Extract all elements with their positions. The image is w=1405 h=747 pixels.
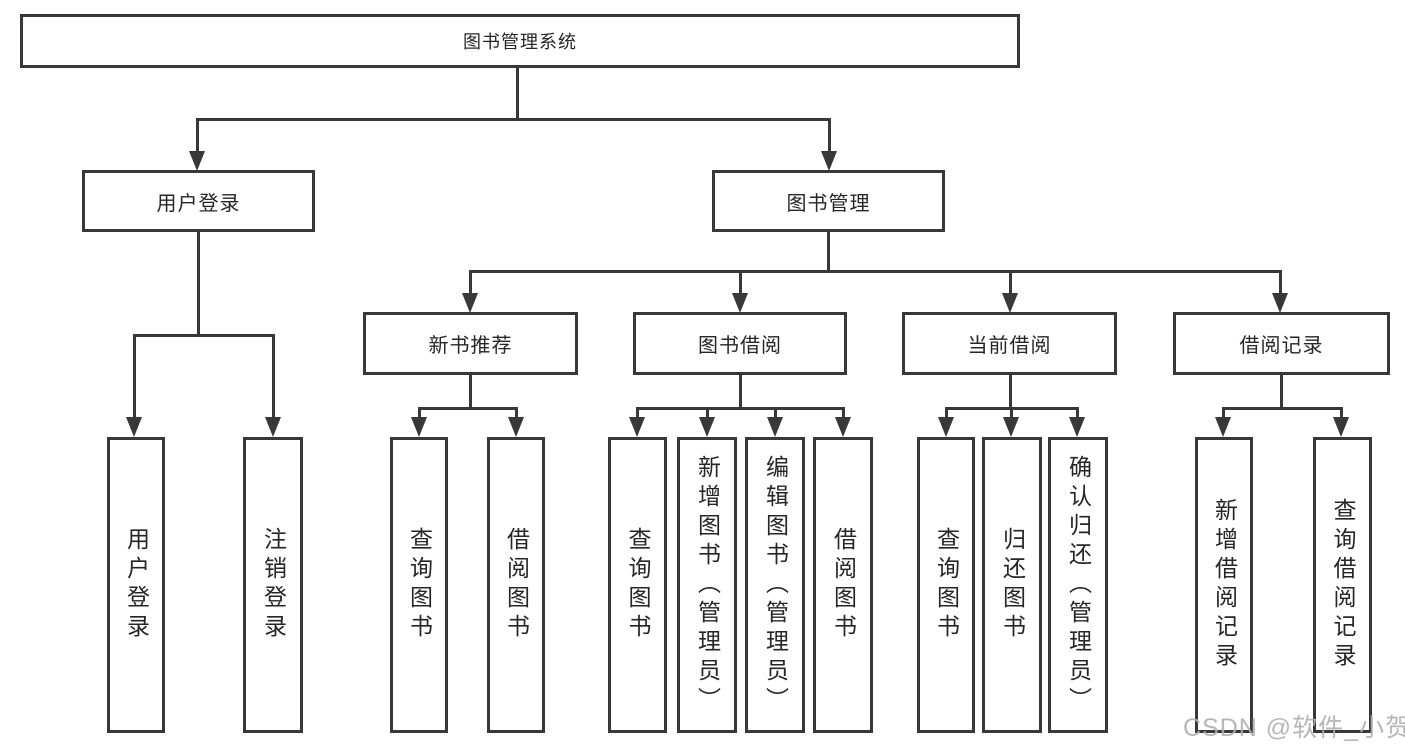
- connector-line: [197, 232, 200, 337]
- connector-line: [827, 232, 830, 273]
- connector-line: [1076, 407, 1079, 419]
- leaf-add-borrow-record-label: 新增借阅记录: [1211, 498, 1238, 672]
- connector-line: [1222, 407, 1343, 410]
- connector-line: [196, 118, 831, 121]
- connector-line: [828, 118, 831, 153]
- arrow-down-icon: [1215, 417, 1231, 437]
- leaf-borrow-books-2: 借阅图书: [813, 437, 873, 733]
- connector-line: [469, 375, 472, 410]
- node-new-book-recommend: 新书推荐: [363, 312, 578, 375]
- connector-line: [739, 375, 742, 410]
- connector-line: [636, 407, 639, 419]
- connector-line: [945, 407, 948, 419]
- leaf-return-books-label: 归还图书: [999, 527, 1026, 643]
- connector-line: [272, 334, 275, 419]
- connector-line: [418, 407, 518, 410]
- arrow-down-icon: [508, 417, 524, 437]
- arrow-down-icon: [189, 151, 205, 171]
- arrow-down-icon: [1333, 417, 1349, 437]
- arrow-down-icon: [629, 417, 645, 437]
- connector-line: [1222, 407, 1225, 419]
- leaf-logout: 注销登录: [243, 437, 303, 733]
- leaf-query-borrow-record-label: 查询借阅记录: [1330, 498, 1356, 672]
- leaf-user-login: 用户登录: [107, 437, 165, 733]
- arrow-down-icon: [1003, 417, 1019, 437]
- connector-line: [739, 270, 742, 295]
- arrow-down-icon: [699, 417, 715, 437]
- connector-line: [842, 407, 845, 419]
- node-user-login-label: 用户登录: [156, 192, 241, 215]
- arrow-down-icon: [938, 417, 954, 437]
- arrow-down-icon: [732, 293, 748, 313]
- leaf-user-login-label: 用户登录: [123, 527, 150, 643]
- node-current-borrowing: 当前借阅: [902, 312, 1117, 375]
- node-borrowing-records: 借阅记录: [1173, 312, 1390, 375]
- arrow-down-icon: [767, 417, 783, 437]
- node-new-book-recommend-label: 新书推荐: [428, 335, 513, 357]
- arrow-down-icon: [462, 293, 478, 313]
- leaf-borrow-books-1-label: 借阅图书: [503, 527, 530, 643]
- arrow-down-icon: [1069, 417, 1085, 437]
- leaf-edit-book-admin: 编辑图书（管理员）: [745, 437, 805, 733]
- connector-line: [706, 407, 709, 419]
- arrow-down-icon: [835, 417, 851, 437]
- leaf-borrow-books-2-label: 借阅图书: [830, 527, 857, 643]
- csdn-watermark: CSDN @软件_小贺同学: [1183, 714, 1405, 742]
- node-borrowing-records-label: 借阅记录: [1239, 335, 1324, 357]
- arrow-down-icon: [411, 417, 427, 437]
- connector-line: [418, 407, 421, 419]
- leaf-query-borrow-record: 查询借阅记录: [1313, 437, 1372, 733]
- leaf-query-books-1: 查询图书: [390, 437, 448, 733]
- node-library-system-label: 图书管理系统: [463, 32, 577, 52]
- node-library-system: 图书管理系统: [20, 14, 1020, 68]
- arrow-down-icon: [265, 417, 281, 437]
- connector-line: [133, 334, 275, 337]
- arrow-down-icon: [1002, 293, 1018, 313]
- node-book-management: 图书管理: [712, 170, 945, 232]
- leaf-query-books-2-label: 查询图书: [625, 527, 651, 643]
- leaf-edit-book-admin-label: 编辑图书（管理员）: [762, 454, 789, 716]
- node-user-login: 用户登录: [82, 170, 315, 232]
- connector-line: [1279, 270, 1282, 295]
- leaf-confirm-return-admin: 确认归还（管理员）: [1048, 437, 1108, 733]
- arrow-down-icon: [1272, 293, 1288, 313]
- leaf-query-books-3: 查询图书: [917, 437, 975, 733]
- connector-line: [196, 118, 199, 153]
- leaf-add-borrow-record: 新增借阅记录: [1195, 437, 1253, 733]
- leaf-logout-label: 注销登录: [260, 527, 287, 643]
- connector-line: [1009, 375, 1012, 410]
- leaf-add-book-admin: 新增图书（管理员）: [677, 437, 737, 733]
- connector-line: [515, 407, 518, 419]
- leaf-query-books-3-label: 查询图书: [933, 527, 960, 643]
- leaf-add-book-admin-label: 新增图书（管理员）: [694, 454, 721, 716]
- connector-line: [516, 66, 519, 120]
- connector-line: [1280, 375, 1283, 410]
- leaf-query-books-1-label: 查询图书: [406, 527, 433, 643]
- node-book-borrowing: 图书借阅: [633, 312, 847, 375]
- leaf-return-books: 归还图书: [982, 437, 1042, 733]
- connector-line: [133, 334, 136, 419]
- node-book-management-label: 图书管理: [786, 192, 871, 215]
- arrow-down-icon: [821, 151, 837, 171]
- connector-line: [469, 270, 1282, 273]
- connector-line: [469, 270, 472, 295]
- node-book-borrowing-label: 图书借阅: [698, 335, 782, 357]
- connector-line: [1010, 407, 1013, 419]
- connector-line: [636, 407, 844, 410]
- leaf-query-books-2: 查询图书: [608, 437, 667, 733]
- connector-line: [1340, 407, 1343, 419]
- connector-line: [774, 407, 777, 419]
- connector-line: [1009, 270, 1012, 295]
- leaf-borrow-books-1: 借阅图书: [487, 437, 545, 733]
- leaf-confirm-return-admin-label: 确认归还（管理员）: [1065, 454, 1092, 716]
- arrow-down-icon: [126, 417, 142, 437]
- node-current-borrowing-label: 当前借阅: [967, 335, 1052, 357]
